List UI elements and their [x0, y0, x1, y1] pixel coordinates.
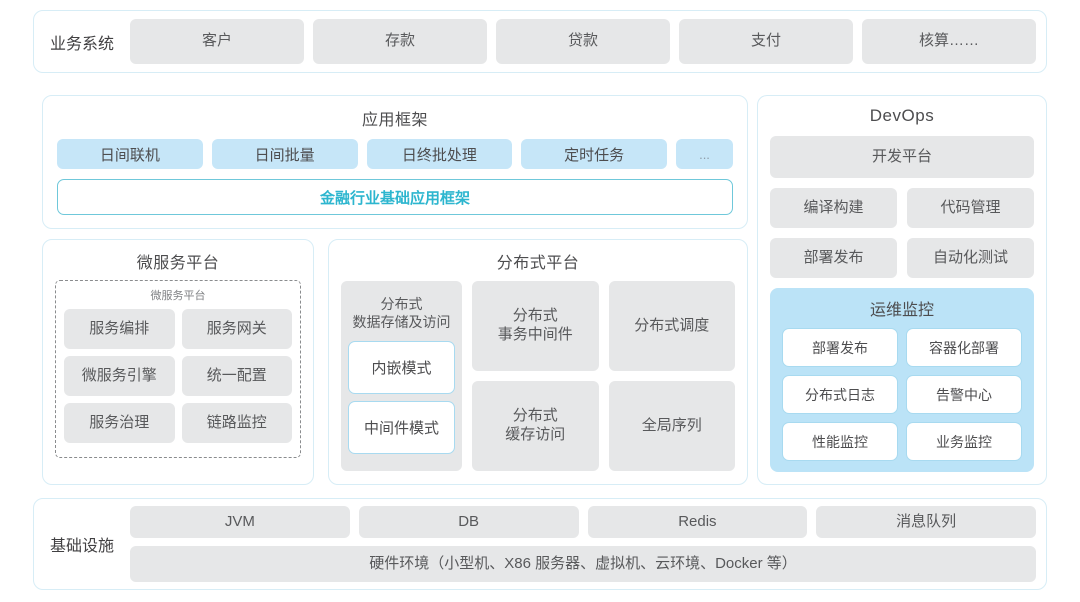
- app-framework-chip[interactable]: 日间批量: [211, 139, 358, 169]
- distributed-cell-text: 分布式 缓存访问: [505, 407, 565, 445]
- infrastructure-item[interactable]: JVM: [130, 506, 350, 538]
- microservice-item[interactable]: 服务治理: [64, 403, 175, 443]
- devops-panel: DevOps 开发平台 编译构建 代码管理 部署发布 自动化测试 运维监控 部署…: [757, 95, 1047, 485]
- microservice-platform-title: 微服务平台: [136, 255, 220, 272]
- app-framework-chip-more[interactable]: ...: [676, 139, 733, 169]
- app-framework-chip[interactable]: 日间联机: [57, 139, 203, 169]
- ops-monitor-item[interactable]: 业务监控: [906, 422, 1022, 461]
- devops-tools-grid: 编译构建 代码管理 部署发布 自动化测试: [770, 188, 1034, 278]
- distributed-cell-text: 分布式调度: [634, 317, 709, 336]
- microservice-item[interactable]: 服务网关: [181, 309, 292, 349]
- distributed-storage-box[interactable]: 分布式 数据存储及访问 内嵌模式 中间件模式: [341, 281, 462, 471]
- ops-monitor-item[interactable]: 性能监控: [782, 422, 898, 461]
- business-systems-panel: 业务系统 客户 存款 贷款 支付 核算……: [33, 10, 1047, 73]
- business-systems-items: 客户 存款 贷款 支付 核算……: [130, 19, 1046, 64]
- application-framework-chips: 日间联机 日间批量 日终批处理 定时任务 ...: [57, 139, 733, 169]
- cell-line1: 分布式: [512, 407, 558, 425]
- distributed-platform-body: 分布式 数据存储及访问 内嵌模式 中间件模式 分布式 事务中间件 分布式调度: [341, 281, 735, 471]
- cell-line2: 缓存访问: [505, 426, 566, 443]
- distributed-cells-grid: 分布式 事务中间件 分布式调度 分布式 缓存访问: [472, 281, 735, 471]
- business-system-item[interactable]: 贷款: [496, 19, 670, 64]
- infrastructure-panel: 基础设施 JVM DB Redis 消息队列 硬件环境（小型机、X86 服务器、…: [33, 498, 1047, 590]
- distributed-cell-text: 全局序列: [642, 417, 702, 436]
- ops-monitor-grid: 部署发布 容器化部署 分布式日志 告警中心 性能监控 业务监控: [782, 328, 1022, 461]
- business-system-item[interactable]: 支付: [679, 19, 853, 64]
- ops-monitor-item[interactable]: 告警中心: [906, 375, 1022, 414]
- storage-mode-middleware[interactable]: 中间件模式: [348, 401, 455, 454]
- ops-monitor-item[interactable]: 部署发布: [782, 328, 898, 367]
- distributed-cell[interactable]: 分布式调度: [608, 281, 735, 371]
- distributed-cell[interactable]: 分布式 缓存访问: [472, 381, 599, 471]
- infrastructure-item[interactable]: Redis: [587, 506, 808, 538]
- microservice-item[interactable]: 统一配置: [181, 356, 292, 396]
- storage-mode-embedded[interactable]: 内嵌模式: [348, 341, 455, 394]
- cell-line1: 分布式: [512, 307, 558, 325]
- microservice-item[interactable]: 微服务引擎: [64, 356, 175, 396]
- application-framework-title: 应用框架: [361, 112, 428, 129]
- microservice-items-grid: 服务编排 服务网关 微服务引擎 统一配置 服务治理 链路监控: [64, 309, 292, 443]
- hardware-environment-box[interactable]: 硬件环境（小型机、X86 服务器、虚拟机、云环境、Docker 等）: [130, 546, 1036, 582]
- devops-tool[interactable]: 自动化测试: [907, 238, 1034, 278]
- distributed-storage-caption: 分布式 数据存储及访问: [348, 287, 455, 341]
- distributed-storage-caption-line1: 分布式: [380, 296, 423, 312]
- distributed-cell[interactable]: 分布式 事务中间件: [472, 281, 599, 371]
- infrastructure-items: JVM DB Redis 消息队列: [130, 506, 1036, 538]
- distributed-cell[interactable]: 全局序列: [608, 381, 735, 471]
- devops-dev-platform[interactable]: 开发平台: [770, 136, 1034, 178]
- devops-tool[interactable]: 代码管理: [907, 188, 1034, 228]
- devops-title: DevOps: [869, 106, 935, 125]
- business-system-item[interactable]: 客户: [130, 19, 304, 64]
- infrastructure-item[interactable]: 消息队列: [816, 506, 1036, 538]
- distributed-platform-title: 分布式平台: [496, 255, 580, 272]
- cell-line2: 事务中间件: [497, 326, 573, 343]
- application-framework-panel: 应用框架 日间联机 日间批量 日终批处理 定时任务 ... 金融行业基础应用框架: [42, 95, 748, 229]
- ops-monitor-item[interactable]: 分布式日志: [782, 375, 898, 414]
- devops-tool[interactable]: 编译构建: [770, 188, 897, 228]
- business-systems-label: 业务系统: [49, 35, 114, 53]
- ops-monitor-title: 运维监控: [869, 302, 934, 319]
- microservice-item[interactable]: 链路监控: [181, 403, 292, 443]
- microservice-item[interactable]: 服务编排: [64, 309, 175, 349]
- distributed-platform-panel: 分布式平台 分布式 数据存储及访问 内嵌模式 中间件模式 分布式 事务中间件: [328, 239, 748, 485]
- ops-monitor-item[interactable]: 容器化部署: [906, 328, 1022, 367]
- cell-line1: 分布式调度: [634, 316, 710, 334]
- devops-tool[interactable]: 部署发布: [770, 238, 897, 278]
- app-framework-chip[interactable]: 定时任务: [521, 139, 667, 169]
- microservice-platform-panel: 微服务平台 微服务平台 服务编排 服务网关 微服务引擎 统一配置 服务治理 链路…: [42, 239, 314, 485]
- infrastructure-label: 基础设施: [49, 538, 114, 555]
- microservice-inner-group: 微服务平台 服务编排 服务网关 微服务引擎 统一配置 服务治理 链路监控: [55, 280, 301, 458]
- business-system-item[interactable]: 核算……: [862, 19, 1036, 64]
- ops-monitor-panel: 运维监控 部署发布 容器化部署 分布式日志 告警中心 性能监控 业务监控: [770, 288, 1034, 472]
- distributed-cell-text: 分布式 事务中间件: [498, 307, 573, 345]
- business-system-item[interactable]: 存款: [313, 19, 487, 64]
- infrastructure-stack: JVM DB Redis 消息队列 硬件环境（小型机、X86 服务器、虚拟机、云…: [130, 506, 1046, 582]
- app-framework-chip[interactable]: 日终批处理: [366, 139, 513, 169]
- foundation-framework-box[interactable]: 金融行业基础应用框架: [57, 179, 733, 215]
- distributed-storage-caption-line2: 数据存储及访问: [352, 313, 451, 330]
- microservice-inner-title: 微服务平台: [150, 290, 206, 302]
- distributed-storage-column: 分布式 数据存储及访问 内嵌模式 中间件模式: [341, 281, 462, 471]
- cell-line1: 全局序列: [641, 416, 702, 434]
- infrastructure-item[interactable]: DB: [358, 506, 579, 538]
